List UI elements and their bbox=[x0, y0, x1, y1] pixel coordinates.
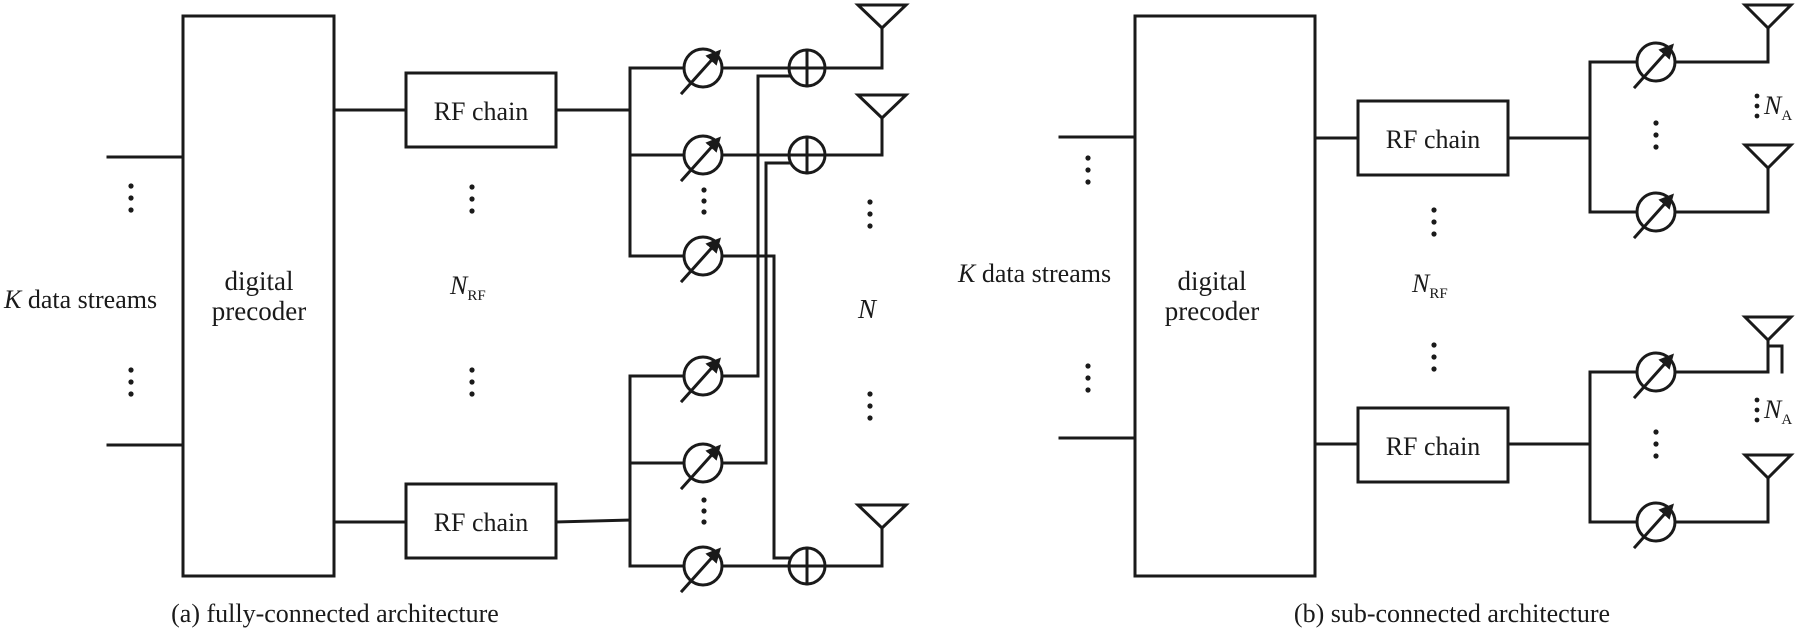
caption-b: (b) sub-connected architecture bbox=[1294, 599, 1610, 628]
input-label: K data streams bbox=[957, 259, 1111, 288]
antenna-icon bbox=[854, 93, 910, 121]
phase-shifter-icon bbox=[679, 134, 724, 183]
antenna-icon bbox=[854, 3, 910, 31]
phase-shifter-ellipsis-top bbox=[1653, 120, 1659, 150]
wire bbox=[823, 116, 884, 157]
phase-shifter-icon bbox=[1632, 41, 1677, 90]
wire bbox=[1673, 476, 1770, 524]
na-ellipsis-top bbox=[1754, 93, 1760, 119]
rf-chain-box-top bbox=[1356, 99, 1510, 177]
na-label-bottom: NA bbox=[1763, 395, 1792, 428]
rf-ellipsis-top bbox=[469, 184, 475, 214]
wire bbox=[554, 518, 632, 524]
cross-wire bbox=[720, 74, 791, 378]
antenna-icon bbox=[1741, 453, 1795, 481]
na-ellipsis-bottom bbox=[1754, 397, 1760, 423]
nrf-label: NRF bbox=[449, 271, 486, 304]
antenna-count-label: N bbox=[857, 294, 878, 324]
wire bbox=[1673, 166, 1770, 214]
antenna-icon bbox=[1741, 315, 1795, 343]
input-ellipsis-top bbox=[1085, 155, 1091, 185]
input-label: K data streams bbox=[3, 285, 157, 314]
phase-shifter-icon bbox=[679, 545, 724, 594]
phase-shifter-ellipsis-top bbox=[701, 187, 707, 215]
precoder-label-line2: precoder bbox=[1165, 296, 1259, 326]
wire bbox=[823, 26, 884, 70]
sub-connected-panel: K data streams digital precoder RF chain… bbox=[957, 3, 1795, 628]
phase-shifter-icon bbox=[1632, 351, 1677, 400]
antenna-icon bbox=[1741, 3, 1795, 31]
na-label-top: NA bbox=[1763, 91, 1792, 124]
wire bbox=[1673, 26, 1770, 64]
rf-ellipsis-top bbox=[1431, 207, 1437, 237]
rf-ellipsis-bottom bbox=[1431, 342, 1437, 372]
antenna-bracket bbox=[1766, 344, 1784, 374]
wire bbox=[823, 526, 884, 568]
rf-chain-label-bottom: RF chain bbox=[434, 508, 529, 537]
rf-chain-box-top bbox=[404, 71, 558, 149]
phase-shifter-icon bbox=[1632, 191, 1677, 240]
precoder-label-line1: digital bbox=[1178, 266, 1247, 296]
cross-wire bbox=[720, 254, 791, 560]
rf-ellipsis-bottom bbox=[469, 367, 475, 397]
precoder-label-line2: precoder bbox=[212, 296, 306, 326]
combiner-icon bbox=[787, 48, 827, 88]
phase-shifter-icon bbox=[679, 355, 724, 404]
wire bbox=[1673, 338, 1770, 374]
digital-precoder-box bbox=[181, 14, 336, 578]
caption-a: (a) fully-connected architecture bbox=[171, 599, 499, 628]
phase-shifter-icon bbox=[679, 235, 724, 284]
antenna-icon bbox=[854, 503, 910, 531]
rf-chain-label-bottom: RF chain bbox=[1386, 432, 1481, 461]
phase-shifter-ellipsis-bottom bbox=[1653, 429, 1659, 459]
input-ellipsis-top bbox=[128, 183, 134, 213]
phase-shifter-icon bbox=[1632, 501, 1677, 550]
nrf-label: NRF bbox=[1411, 269, 1448, 302]
phase-shifter-icon bbox=[679, 47, 724, 96]
antenna-icon bbox=[1741, 143, 1795, 171]
digital-precoder-box bbox=[1133, 14, 1317, 578]
rf-chain-label-top: RF chain bbox=[1386, 125, 1481, 154]
input-ellipsis-bottom bbox=[128, 367, 134, 397]
antenna-ellipsis-bottom bbox=[867, 391, 873, 421]
phase-shifter-icon bbox=[679, 442, 724, 491]
combiner-icon bbox=[787, 546, 827, 586]
precoder-label-line1: digital bbox=[225, 266, 294, 296]
rf-chain-box-bottom bbox=[404, 482, 558, 560]
phase-shifter-ellipsis-bottom bbox=[701, 497, 707, 525]
input-ellipsis-bottom bbox=[1085, 363, 1091, 393]
antenna-ellipsis-top bbox=[867, 199, 873, 229]
fully-connected-panel: K data streams digital precoder RF chain… bbox=[3, 3, 910, 628]
rf-chain-label-top: RF chain bbox=[434, 97, 529, 126]
combiner-icon bbox=[787, 135, 827, 175]
cross-wire bbox=[720, 161, 791, 465]
